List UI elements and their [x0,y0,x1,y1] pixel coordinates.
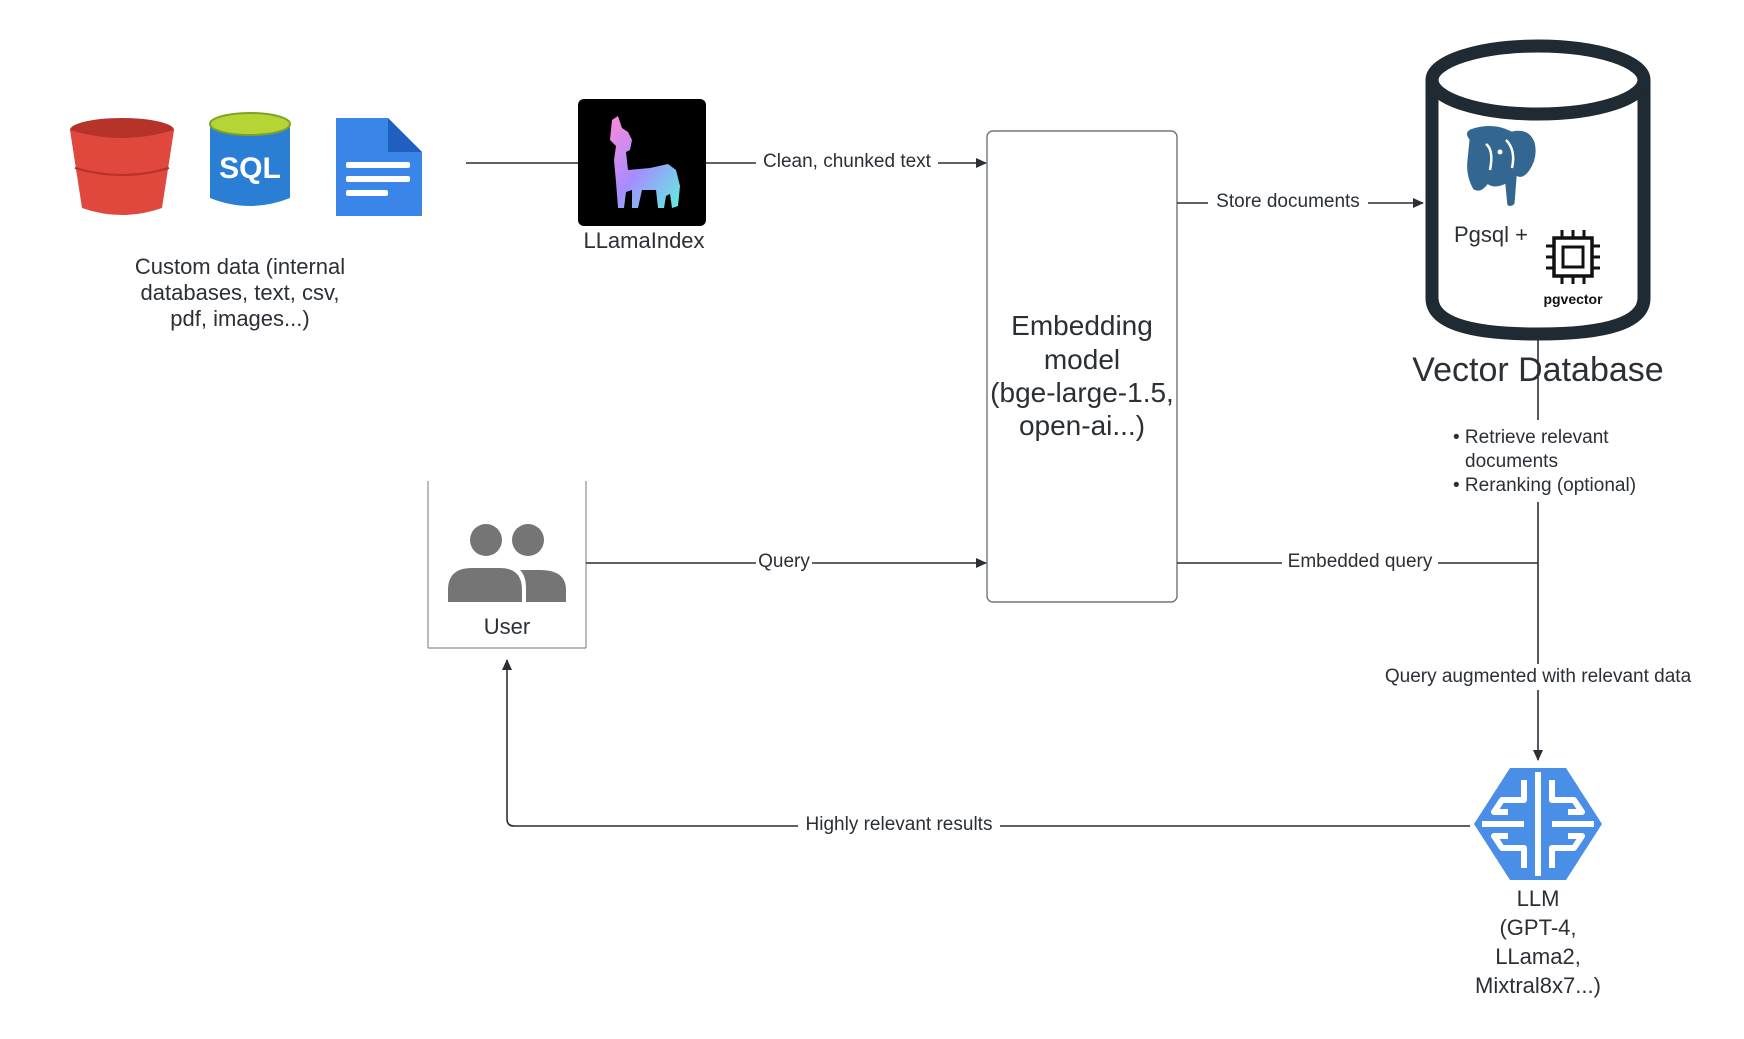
edge-label-clean-text: Clean, chunked text [763,151,932,172]
pgsql-label: Pgsql + [1454,222,1528,247]
llamaindex-logo [578,99,706,226]
llamaindex-label: LLamaIndex [583,228,704,253]
llm-line-4: Mixtral8x7...) [1475,973,1601,998]
sql-icon-text: SQL [219,152,281,185]
sources-caption-line-1: Custom data (internal [135,254,345,279]
edge-label-results: Highly relevant results [806,814,993,835]
embedding-line-3: (bge-large-1.5, [990,377,1174,408]
pgvector-chip-icon [1546,230,1600,284]
llm-brain-icon [1474,768,1602,880]
edge-label-embedded-query: Embedded query [1288,551,1433,572]
pgvector-label: pgvector [1543,291,1603,307]
llm-line-2: (GPT-4, [1499,915,1576,940]
user-box[interactable] [427,481,587,649]
edge-label-retrieve-2: documents [1465,451,1558,472]
bucket-icon [70,118,174,215]
edge-label-augmented-query: Query augmented with relevant data [1385,666,1692,687]
edge-llm-to-user [502,659,1470,827]
llm-line-1: LLM [1517,886,1560,911]
embedding-line-4: open-ai...) [1019,410,1145,441]
edge-label-query: Query [758,551,810,572]
document-icon [336,118,422,216]
sql-database-icon: SQL [209,112,291,206]
edge-label-retrieve-1: • Retrieve relevant [1453,427,1609,448]
embedding-line-2: model [1044,344,1120,375]
embedding-model-box [986,130,1178,603]
edge-label-store-documents: Store documents [1216,191,1360,212]
vector-database-cylinder [1425,39,1651,341]
sources-caption-line-3: pdf, images...) [170,306,309,331]
vector-database-title: Vector Database [1412,351,1663,389]
edge-label-reranking: • Reranking (optional) [1453,475,1636,496]
llm-line-3: LLama2, [1495,944,1581,969]
postgresql-elephant-icon [1463,123,1539,210]
users-group-icon [448,524,566,602]
embedding-line-1: Embedding [1011,310,1153,341]
sources-caption-line-2: databases, text, csv, [141,280,340,305]
user-label: User [484,614,530,639]
